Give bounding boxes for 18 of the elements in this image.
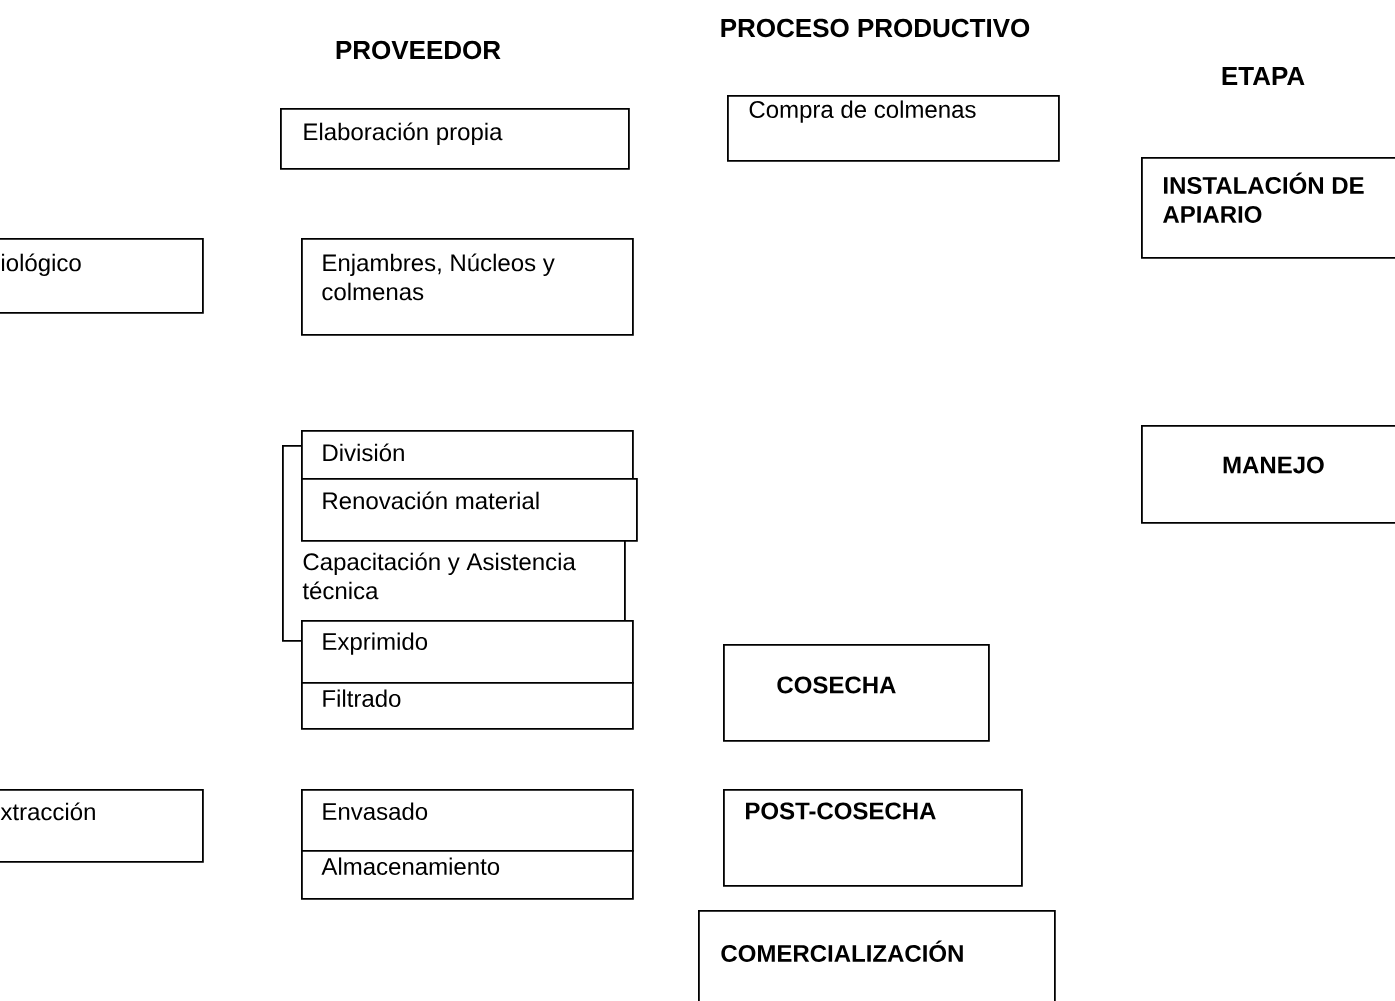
column-heading: ETAPA [1222,67,1305,85]
process-box: Enjambres, Núcleos y colmenas [301,238,634,336]
process-box: POST-COSECHA [723,789,1023,887]
process-box: MANEJO [1141,425,1395,524]
process-box: INSTALACIÓN DE APIARIO [1141,157,1395,259]
process-box: Exprimido [301,620,634,684]
process-box: Compra de colmenas [727,95,1060,162]
process-box: Elaboración propia [280,108,630,170]
process-box: Filtrado [301,682,634,730]
process-box: Almacenamiento [301,850,634,900]
process-box: Envasado [301,789,634,852]
process-box: COMERCIALIZACIÓN [698,910,1056,1001]
process-box: iológico [0,238,204,314]
column-heading: PROVEEDOR [336,40,501,60]
column-heading: PROCESO PRODUCTIVO [721,18,1030,38]
process-box: División [301,430,634,480]
process-box: COSECHA [723,644,990,742]
process-box: xtracción [0,789,204,863]
